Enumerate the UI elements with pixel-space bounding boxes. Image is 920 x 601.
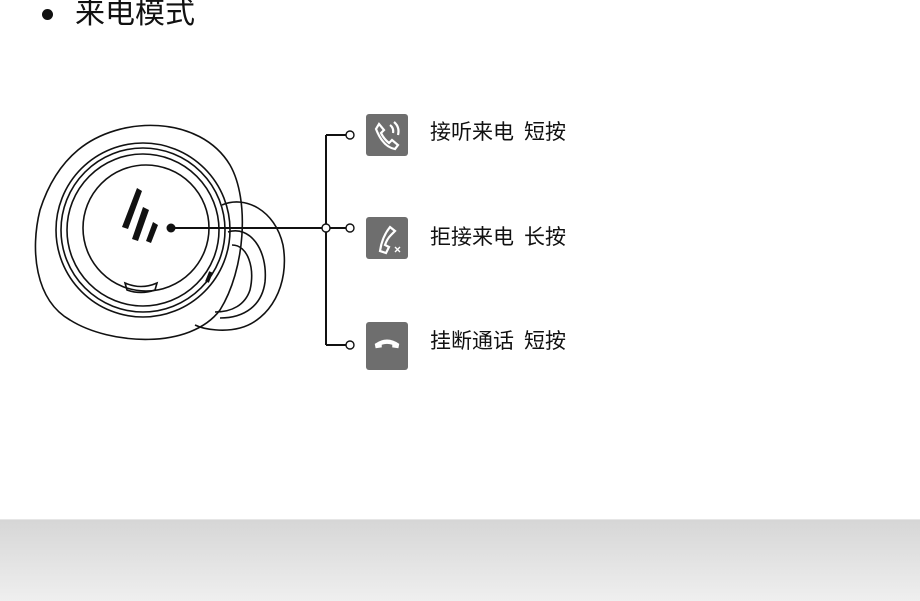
phone-hangup-icon xyxy=(366,322,408,370)
footer-band xyxy=(0,519,920,601)
press-text: 短按 xyxy=(524,329,566,353)
phone-reject-icon xyxy=(366,217,408,259)
logo-icon xyxy=(122,188,158,243)
title-text: 来电模式 xyxy=(75,0,195,31)
callout-nodes xyxy=(321,130,355,350)
action-label-answer: 接听来电短按 xyxy=(430,118,566,146)
press-text: 长按 xyxy=(524,225,566,249)
action-text: 拒接来电 xyxy=(430,225,514,249)
section-title: 来电模式 xyxy=(40,0,195,34)
action-text: 挂断通话 xyxy=(430,329,514,353)
phone-ringing-icon xyxy=(366,114,408,156)
press-text: 短按 xyxy=(524,120,566,144)
bullet-icon xyxy=(42,8,53,20)
action-label-hangup: 挂断通话短按 xyxy=(430,327,566,355)
callout-lines xyxy=(171,134,346,346)
earbud-illustration xyxy=(34,124,286,341)
action-text: 接听来电 xyxy=(430,120,514,144)
action-label-reject: 拒接来电长按 xyxy=(430,223,566,251)
